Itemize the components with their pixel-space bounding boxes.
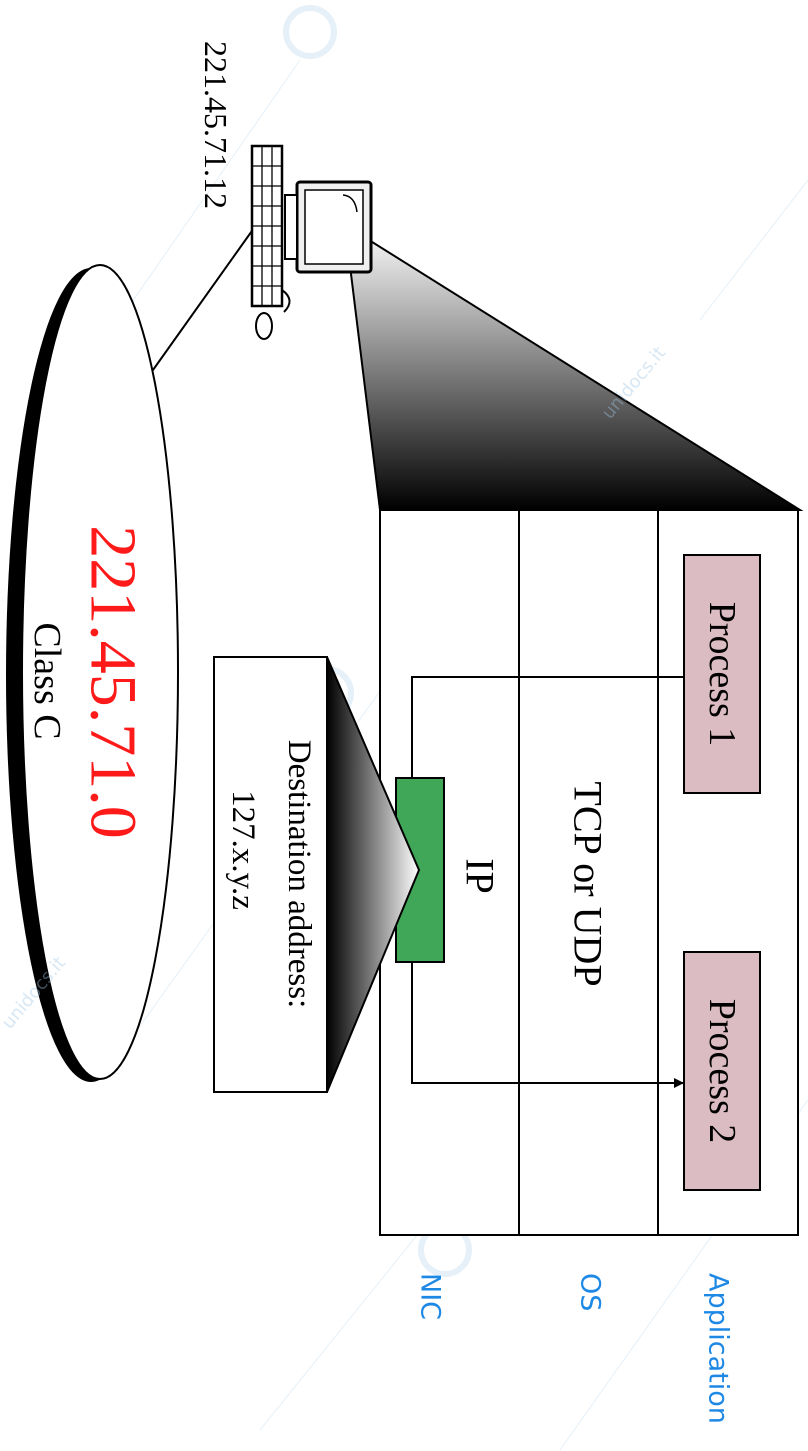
mouse-icon xyxy=(255,312,273,340)
callout-line1: Destination address: xyxy=(281,740,317,1009)
monitor-stand xyxy=(284,194,298,260)
layer-label-os: OS xyxy=(575,1273,606,1311)
ip-label: IP xyxy=(458,858,503,894)
computer-icon xyxy=(250,144,373,340)
host-ip-label: 221.45.71.12 xyxy=(198,41,234,209)
process1-box xyxy=(683,554,761,794)
network-address-label: 221.45.71.0 xyxy=(77,525,150,839)
process2-label: Process 2 xyxy=(701,999,743,1144)
network-class-label: Class C xyxy=(26,622,68,739)
network-ellipse xyxy=(21,264,179,1080)
process1-label: Process 1 xyxy=(701,602,743,747)
layer-label-application: Application xyxy=(703,1273,734,1424)
monitor-screen xyxy=(304,189,364,265)
transport-label: TCP or UDP xyxy=(566,781,611,986)
callout-line2: 127.x.y.z xyxy=(225,790,261,910)
link-line xyxy=(147,227,255,378)
process2-box xyxy=(683,951,761,1191)
projection-beam xyxy=(343,223,804,511)
layer-label-nic: NIC xyxy=(415,1273,446,1320)
mouse-cable xyxy=(281,289,291,313)
callout-box xyxy=(213,656,328,1093)
